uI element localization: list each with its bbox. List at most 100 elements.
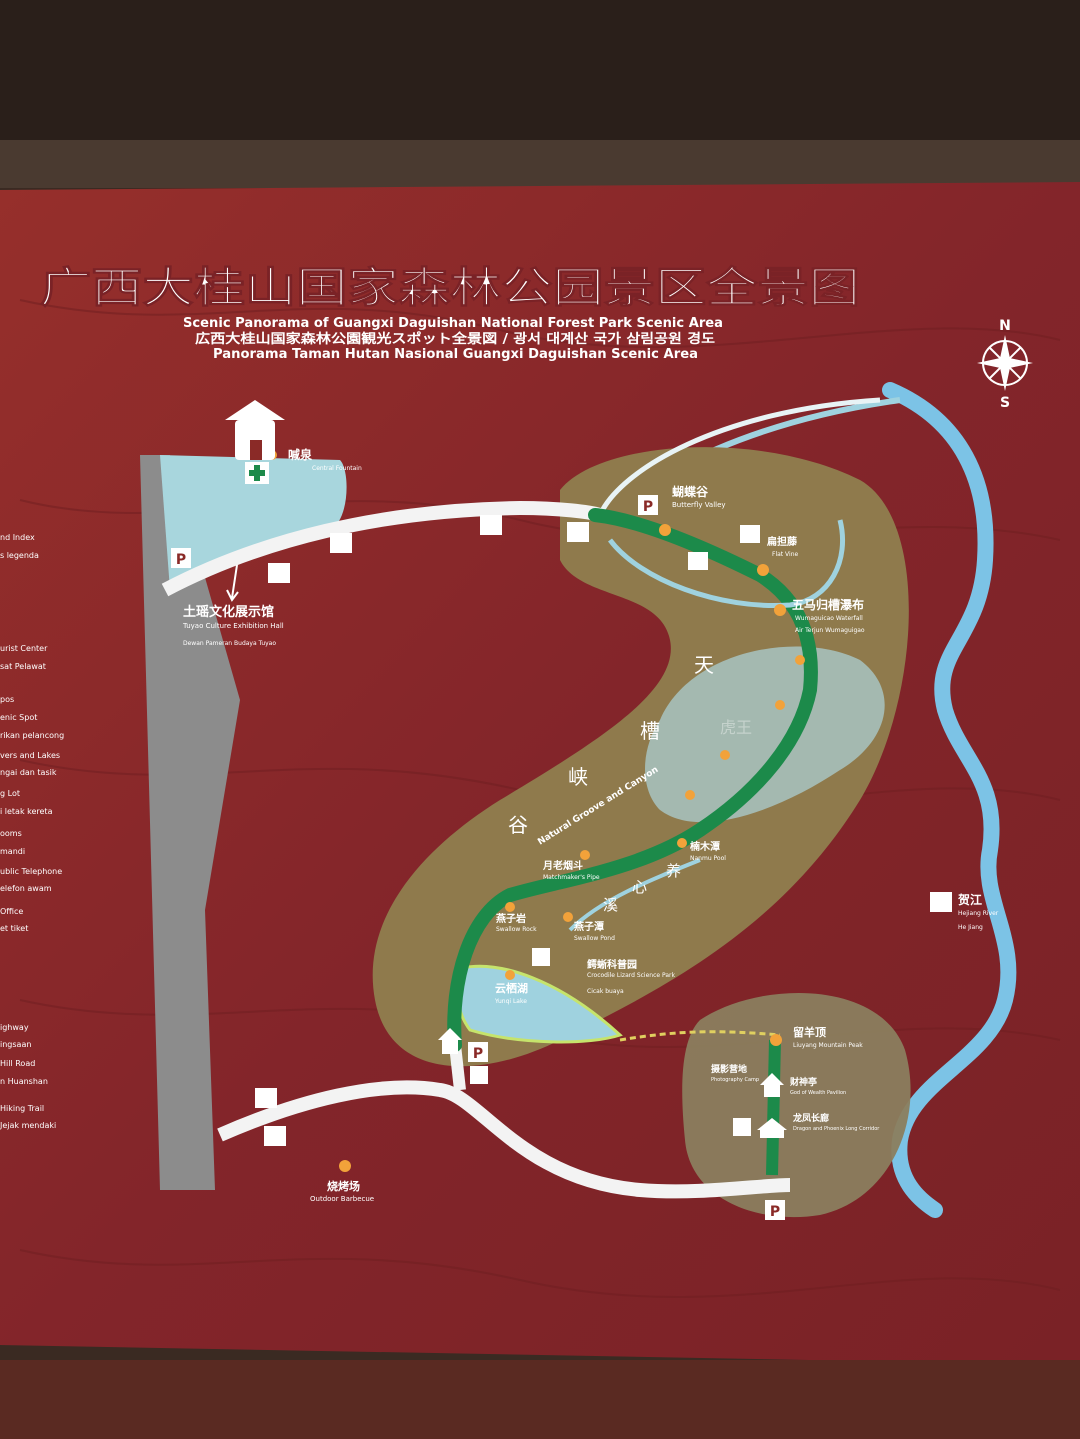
wood-plank: [0, 140, 1080, 188]
parking-icon: P: [171, 548, 191, 568]
label-yunqi-en: Yunqi Lake: [494, 998, 527, 1005]
label-hejiang-en: Hejiang River: [958, 910, 999, 917]
title-zh: 广西大桂山国家森林公园景区全景图: [40, 263, 860, 312]
title-en: Scenic Panorama of Guangxi Daguishan Nat…: [183, 316, 723, 331]
label-hejiang[interactable]: 贺江: [957, 892, 982, 907]
first-aid-icon: [245, 462, 269, 484]
legend-item: vers and Lakes: [0, 751, 60, 760]
label-swallowrock[interactable]: 燕子岩: [496, 912, 526, 925]
wood-frame-bottom: [0, 1360, 1080, 1439]
svg-text:P: P: [473, 1046, 483, 1062]
label-nanmu[interactable]: 楠木潭: [689, 840, 720, 853]
spot-flatvine[interactable]: [757, 564, 769, 576]
title-ms: Panorama Taman Hutan Nasional Guangxi Da…: [213, 347, 698, 362]
label-nanmu-en: Nanmu Pool: [690, 855, 726, 862]
legend-item-sub: s legenda: [0, 551, 39, 560]
spot-butterfly[interactable]: [659, 524, 671, 536]
label-tuyao[interactable]: 土瑶文化展示馆: [183, 604, 274, 620]
parking-icons: P P P P: [171, 495, 785, 1220]
parking-icon: P: [765, 1200, 785, 1220]
legend-item-sub: n Huanshan: [0, 1077, 48, 1086]
compass: N S: [977, 318, 1033, 411]
label-wealth-en: God of Wealth Pavilion: [790, 1090, 846, 1096]
label-yunqi[interactable]: 云栖湖: [495, 981, 528, 995]
label-hanquan[interactable]: 喊泉: [288, 447, 313, 462]
legend-item: Hiking Trail: [0, 1104, 44, 1113]
legend-item: ighway: [0, 1023, 29, 1032]
entrance-icon: [330, 533, 352, 553]
label-wuma[interactable]: 五马归槽瀑布: [792, 597, 864, 612]
spot-hu-4[interactable]: [685, 790, 695, 800]
label-bbq-en: Outdoor Barbecue: [310, 1195, 374, 1203]
river-icon: [930, 892, 952, 912]
spot-swallowpond[interactable]: [563, 912, 573, 922]
ticket-office-icon: [255, 1088, 277, 1108]
tourist-center-zone: [160, 455, 347, 590]
down-arrow-icon: [226, 564, 239, 602]
label-tuyao-sub: Dewan Pameran Budaya Tuyao: [183, 640, 276, 647]
legend-item-sub: elefon awam: [0, 884, 52, 893]
legend-item: ublic Telephone: [0, 867, 62, 876]
highway: [140, 455, 240, 1190]
spot-nanmu[interactable]: [677, 838, 687, 848]
legend-item: g Lot: [0, 789, 20, 798]
legend-item: Hill Road: [0, 1059, 35, 1068]
label-yuelao[interactable]: 月老烟斗: [542, 859, 583, 872]
legend-item: nd Index: [0, 533, 35, 542]
legend-item-sub: ingsaan: [0, 1040, 31, 1049]
legend-item-sub: ngai dan tasik: [0, 768, 57, 777]
hejiang-river: [882, 382, 1017, 1218]
char-hu: 虎王: [720, 718, 752, 737]
spot-swallowrock[interactable]: [505, 902, 515, 912]
label-tuyao-en: Tuyao Culture Exhibition Hall: [182, 622, 284, 630]
label-longcorridor-en: Dragon and Phoenix Long Corridor: [793, 1126, 880, 1132]
label-crocodile[interactable]: 鳄蜥科普园: [587, 958, 637, 971]
label-liuyang-en: Liuyang Mountain Peak: [793, 1042, 863, 1049]
spot-yuelao[interactable]: [580, 850, 590, 860]
main-hiking-trail: [447, 508, 818, 1052]
stream-tiancao: [568, 858, 701, 932]
hu-lake-area: [645, 646, 885, 823]
entrance-icon: [264, 1126, 286, 1146]
title-ja-ko: 広西大桂山国家森林公園観光スポット全景図 / 광서 대계산 국가 삼림공원 경도: [195, 331, 715, 347]
spot-wuma[interactable]: [774, 604, 786, 616]
label-crocodile-en: Crocodile Lizard Science Park: [587, 972, 675, 979]
label-wealth[interactable]: 财神亭: [789, 1076, 817, 1088]
char-cao: 槽: [640, 719, 660, 743]
road-loop: [597, 397, 881, 517]
label-photo[interactable]: 摄影营地: [711, 1063, 747, 1075]
spot-hu-2[interactable]: [775, 700, 785, 710]
compass-south: S: [1000, 395, 1010, 411]
liuyang-trail: [766, 1039, 781, 1176]
spot-liuyang[interactable]: [770, 1034, 782, 1046]
restroom-icon: [532, 948, 550, 966]
label-bbq[interactable]: 烧烤场: [327, 1179, 360, 1193]
label-liuyang[interactable]: 留羊顶: [793, 1025, 826, 1039]
restroom-icons: [268, 525, 760, 1136]
svg-text:P: P: [643, 499, 653, 515]
legend-item-sub: et tiket: [0, 924, 28, 933]
spot-bbq[interactable]: [339, 1160, 351, 1172]
char-xin: 心: [632, 878, 647, 896]
road-south: [217, 1080, 791, 1199]
spot-hu-3[interactable]: [720, 750, 730, 760]
spot-yunqi[interactable]: [505, 970, 515, 980]
spot-hu-1[interactable]: [795, 655, 805, 665]
label-longcorridor[interactable]: 龙凤长廊: [792, 1112, 829, 1124]
char-xia: 峡: [568, 765, 588, 789]
label-butterfly[interactable]: 蝴蝶谷: [672, 484, 709, 499]
label-hejiang-sub: He Jiang: [958, 924, 983, 931]
label-butterfly-en: Butterfly Valley: [672, 501, 726, 509]
ticket-office-icon: [567, 522, 589, 542]
label-swallowpond[interactable]: 燕子潭: [574, 920, 604, 933]
legend-item-sub: sat Pelawat: [0, 662, 46, 671]
restroom-icon: [268, 563, 290, 583]
wood-frame-top: [0, 0, 1080, 140]
restroom-icon: [733, 1118, 751, 1136]
label-yuelao-en: Matchmaker's Pipe: [543, 874, 600, 881]
legend-item: enic Spot: [0, 713, 37, 722]
label-hanquan-en: Central Fountain: [312, 465, 362, 472]
label-flatvine[interactable]: 扁担藤: [767, 535, 798, 548]
pavilion-icon: [438, 1028, 787, 1138]
legend-item-sub: i letak kereta: [0, 807, 53, 816]
